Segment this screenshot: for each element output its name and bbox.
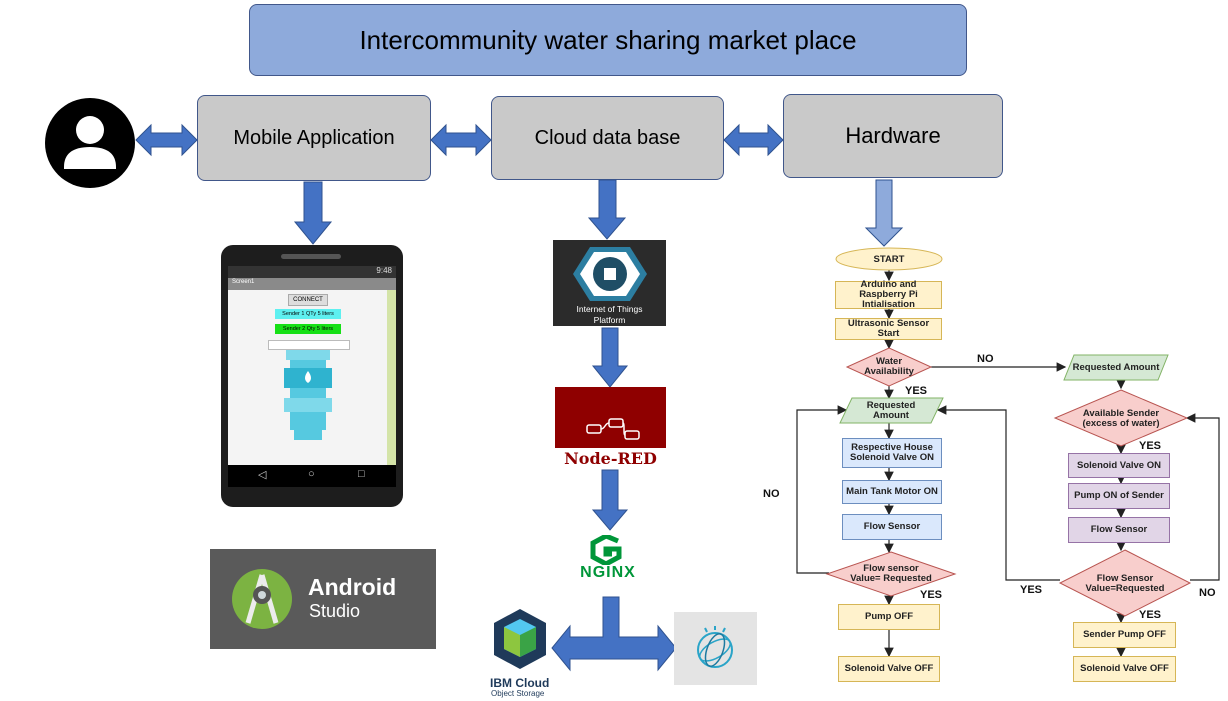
start-label: START [873, 253, 905, 265]
mobile-cloud-arrow [430, 123, 492, 157]
flow-decision-left-label: Flow sensor Value= Requested [850, 563, 932, 584]
main-tank-node: Main Tank Motor ON [842, 480, 942, 504]
pump-sender-node: Pump ON of Sender [1068, 483, 1170, 509]
label-no-right: NO [1199, 587, 1216, 599]
flow-sensor-right-node: Flow Sensor [1068, 517, 1170, 543]
iot-platform-logo: Internet of Things Platform [553, 240, 666, 326]
diagram-title: Intercommunity water sharing market plac… [249, 4, 967, 76]
phone-status-bar: 9:48 [228, 266, 396, 278]
water-bottle-icon [284, 350, 332, 440]
nginx-label: NGINX [580, 564, 636, 581]
flow-sensor-left-node: Flow Sensor [842, 514, 942, 540]
phone-mockup: 9:48 Screen1 CONNECT Sender 1 QTy 5 lite… [221, 245, 403, 507]
scroll-strip [387, 290, 396, 465]
available-sender-decision [1053, 389, 1189, 447]
ibm-cloud-label: IBM Cloud [490, 676, 550, 690]
flow-decision-left [825, 551, 957, 597]
solenoid-off-right-node: Solenoid Valve OFF [1073, 656, 1176, 682]
label-yes-left-bottom: YES [920, 589, 943, 601]
iot-label-line2: Platform [593, 315, 626, 325]
studio-label: Studio [309, 601, 361, 621]
pump-off-node: Pump OFF [838, 604, 940, 630]
phone-screen: CONNECT Sender 1 QTy 5 liters Sender 2 Q… [228, 290, 396, 465]
label-yes-right-mid: YES [1020, 584, 1043, 596]
globe-icon [697, 626, 733, 668]
mobile-down-arrow [293, 181, 333, 245]
cloud-down-arrow [587, 179, 627, 240]
connect-button[interactable]: CONNECT [288, 294, 328, 306]
screen-title: Screen1 [232, 279, 255, 285]
water-availability-decision [845, 347, 933, 387]
nodered-nginx-arrow [591, 469, 629, 531]
node-red-logo [555, 387, 666, 448]
ibm-cloudant-logo [674, 612, 757, 685]
phone-text-input[interactable] [268, 340, 350, 350]
requested-amount-right-label: Requested Amount [1072, 362, 1160, 374]
ibm-object-storage-label: Object Storage [491, 689, 545, 698]
phone-title-bar: Screen1 [228, 278, 396, 290]
sender-pump-off-node: Sender Pump OFF [1073, 622, 1176, 648]
sender2-label: Sender 2 Qty 5 liters [275, 324, 341, 334]
hardware-down-arrow [864, 179, 904, 247]
status-time: 9:48 [376, 266, 392, 275]
cloud-database-box: Cloud data base [491, 96, 724, 180]
phone-nav-bar: ◁ ○ □ [228, 465, 396, 487]
iot-label-line1: Internet of Things [576, 304, 643, 314]
node-red-label: Node-RED [564, 449, 657, 468]
cloud-hardware-arrow [723, 123, 784, 157]
android-label: Android [308, 574, 397, 600]
label-no-left: NO [763, 488, 780, 500]
requested-amount-right [1063, 354, 1169, 381]
home-icon[interactable]: ○ [308, 468, 315, 480]
phone-speaker [281, 254, 341, 259]
mobile-application-box: Mobile Application [197, 95, 431, 181]
label-yes-top: YES [905, 385, 928, 397]
water-availability-label: Water Availability [864, 356, 914, 377]
label-yes-right-top: YES [1139, 440, 1162, 452]
start-terminal [835, 247, 943, 271]
solenoid-off-left-node: Solenoid Valve OFF [838, 656, 940, 682]
user-mobile-arrow [135, 123, 198, 157]
ultrasonic-node: Ultrasonic Sensor Start [835, 318, 942, 340]
nginx-split-arrow [551, 596, 677, 672]
label-yes-right-bottom: YES [1139, 609, 1162, 621]
user-icon [45, 98, 135, 188]
flow-decision-right-label: Flow Sensor Value=Requested [1085, 573, 1165, 594]
recents-icon[interactable]: □ [358, 468, 365, 480]
ibm-object-storage-icon [494, 609, 546, 669]
nginx-g-icon [590, 535, 622, 565]
android-studio-icon [232, 569, 292, 629]
available-sender-label: Available Sender (excess of water) [1082, 408, 1160, 429]
house-valve-node: Respective House Solenoid Valve ON [842, 438, 942, 468]
back-icon[interactable]: ◁ [258, 469, 267, 481]
node-red-icon [586, 418, 640, 440]
requested-amount-left-label: Requested Amount [866, 400, 916, 421]
android-studio-logo: Android Studio [210, 549, 436, 649]
iot-nodered-arrow [591, 327, 629, 388]
sender1-label: Sender 1 QTy 5 liters [275, 309, 341, 319]
init-node: Arduino and Raspberry Pi Intialisation [835, 280, 942, 309]
hardware-box: Hardware [783, 94, 1003, 178]
flow-decision-right [1058, 549, 1192, 617]
solenoid-on-node: Solenoid Valve ON [1068, 453, 1170, 478]
label-no-top: NO [977, 353, 994, 365]
iot-hex-icon [573, 247, 647, 301]
requested-amount-left [839, 397, 944, 424]
